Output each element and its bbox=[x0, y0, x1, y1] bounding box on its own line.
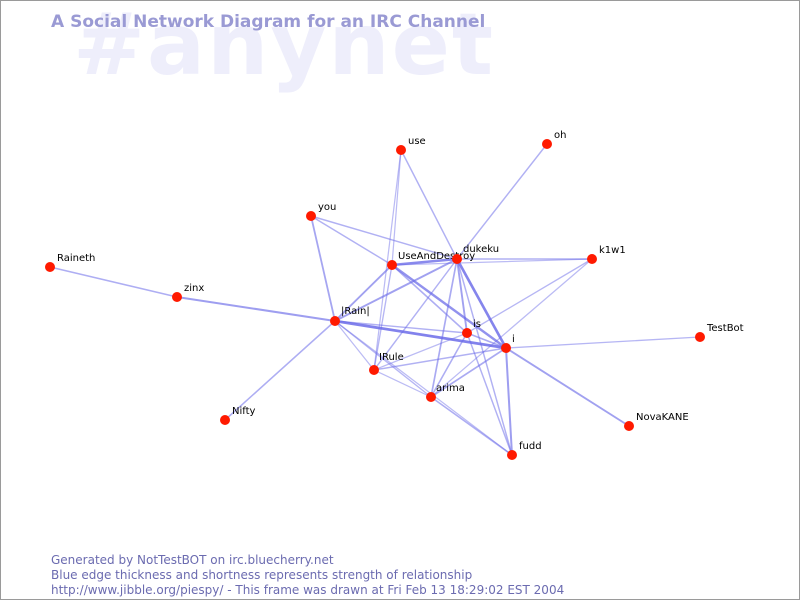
node-Nifty: Nifty bbox=[220, 406, 256, 425]
node-you: you bbox=[306, 202, 336, 221]
edge-i-fudd bbox=[504, 346, 514, 457]
node-dot bbox=[624, 421, 634, 431]
node-dot bbox=[507, 450, 517, 460]
node-label: NovaKANE bbox=[636, 412, 689, 423]
node-label: UseAndDestroy bbox=[398, 251, 475, 262]
edge-you-dukeku bbox=[310, 215, 458, 260]
edge-i-TestBot bbox=[505, 336, 701, 349]
footer-legend: Blue edge thickness and shortness repres… bbox=[51, 568, 473, 582]
edge-Rain-IRule bbox=[334, 320, 375, 371]
node-dot bbox=[369, 365, 379, 375]
node-dot bbox=[306, 211, 316, 221]
edge-Rain-i bbox=[333, 319, 508, 350]
node-Rain: |Rain| bbox=[330, 306, 370, 326]
edge-dukeku-arima bbox=[430, 258, 458, 398]
edge-Rain-you bbox=[310, 215, 336, 322]
node-Raineth: Raineth bbox=[45, 253, 95, 272]
channel-watermark: #anynet bbox=[73, 0, 496, 95]
node-dot bbox=[462, 328, 472, 338]
node-dot bbox=[695, 332, 705, 342]
node-fudd: fudd bbox=[507, 441, 542, 460]
edge-oh-dukeku bbox=[456, 143, 548, 260]
node-dot bbox=[501, 343, 511, 353]
edge-k1w1-arima bbox=[430, 258, 593, 398]
edge-use-IRule bbox=[373, 149, 402, 371]
node-label: Nifty bbox=[232, 406, 256, 417]
node-label: fudd bbox=[519, 441, 542, 452]
edge-UseAndDestroy-i bbox=[390, 263, 508, 350]
edge-Rain-fudd bbox=[334, 320, 513, 456]
node-zinx: zinx bbox=[172, 283, 204, 302]
node-label: i bbox=[512, 334, 515, 345]
node-label: oh bbox=[554, 130, 566, 141]
node-label: |Rain| bbox=[341, 306, 370, 317]
edge-Rain-dukeku bbox=[334, 258, 458, 322]
footer-generated-by: Generated by NotTestBOT on irc.bluecherr… bbox=[51, 553, 334, 567]
node-label: k1w1 bbox=[599, 245, 626, 256]
edge-Rain-Nifty bbox=[224, 320, 336, 421]
edge-dukeku-IRule bbox=[373, 258, 458, 371]
footer-link[interactable]: http://www.jibble.org/piespy/ - This fra… bbox=[51, 583, 565, 597]
edge-arima-fudd bbox=[430, 396, 513, 456]
edge-dukeku-i bbox=[455, 257, 508, 350]
edge-layer bbox=[49, 143, 701, 457]
node-label: arima bbox=[436, 383, 465, 394]
footer: Generated by NotTestBOT on irc.bluecherr… bbox=[51, 553, 564, 598]
edge-dukeku-fudd bbox=[456, 258, 513, 456]
node-dot bbox=[587, 254, 597, 264]
node-dot bbox=[220, 415, 230, 425]
node-dot bbox=[45, 262, 55, 272]
node-label: Raineth bbox=[57, 253, 95, 264]
node-label: use bbox=[408, 136, 426, 147]
edge-is-arima bbox=[430, 332, 468, 398]
edge-Raineth-zinx bbox=[49, 266, 178, 298]
node-use: use bbox=[396, 136, 426, 155]
edge-dukeku-is bbox=[456, 258, 468, 334]
node-dot bbox=[542, 139, 552, 149]
node-arima: arima bbox=[426, 383, 465, 402]
edge-Rain-UseAndDestroy bbox=[334, 264, 393, 322]
node-dot bbox=[426, 392, 436, 402]
edge-k1w1-is bbox=[466, 258, 593, 334]
diagram-title: A Social Network Diagram for an IRC Chan… bbox=[51, 12, 486, 32]
node-label: is bbox=[473, 319, 481, 330]
node-NovaKANE: NovaKANE bbox=[624, 412, 689, 431]
edge-UseAndDestroy-is bbox=[391, 264, 468, 334]
node-dot bbox=[330, 316, 340, 326]
edge-i-IRule bbox=[373, 347, 507, 371]
edge-use-dukeku bbox=[400, 149, 458, 260]
node-dot bbox=[387, 260, 397, 270]
edge-you-UseAndDestroy bbox=[310, 215, 393, 266]
node-dukeku: dukeku bbox=[452, 244, 499, 264]
edge-IRule-arima bbox=[373, 369, 432, 398]
edge-zinx-Rain bbox=[175, 295, 337, 323]
node-label: zinx bbox=[184, 283, 204, 294]
node-dot bbox=[172, 292, 182, 302]
node-label: IRule bbox=[379, 352, 404, 363]
edge-use-UseAndDestroy bbox=[391, 149, 402, 266]
node-dot bbox=[396, 145, 406, 155]
node-i: i bbox=[501, 334, 515, 353]
node-TestBot: TestBot bbox=[695, 323, 744, 342]
edge-UseAndDestroy-IRule bbox=[373, 264, 393, 371]
node-is: is bbox=[462, 319, 481, 338]
node-k1w1: k1w1 bbox=[587, 245, 626, 264]
edge-Rain-is bbox=[334, 320, 468, 334]
edge-is-IRule bbox=[373, 332, 468, 371]
edge-i-arima bbox=[430, 347, 507, 398]
edge-UseAndDestroy-k1w1 bbox=[391, 258, 593, 266]
node-label: you bbox=[318, 202, 336, 213]
node-label: TestBot bbox=[706, 323, 744, 334]
edge-UseAndDestroy-dukeku bbox=[390, 257, 459, 267]
node-UseAndDestroy: UseAndDestroy bbox=[387, 251, 475, 270]
edge-i-NovaKANE bbox=[505, 347, 630, 427]
node-oh: oh bbox=[542, 130, 566, 149]
node-IRule: IRule bbox=[369, 352, 404, 375]
node-label: dukeku bbox=[463, 244, 499, 255]
node-dot bbox=[452, 254, 462, 264]
edge-is-i bbox=[466, 332, 507, 349]
